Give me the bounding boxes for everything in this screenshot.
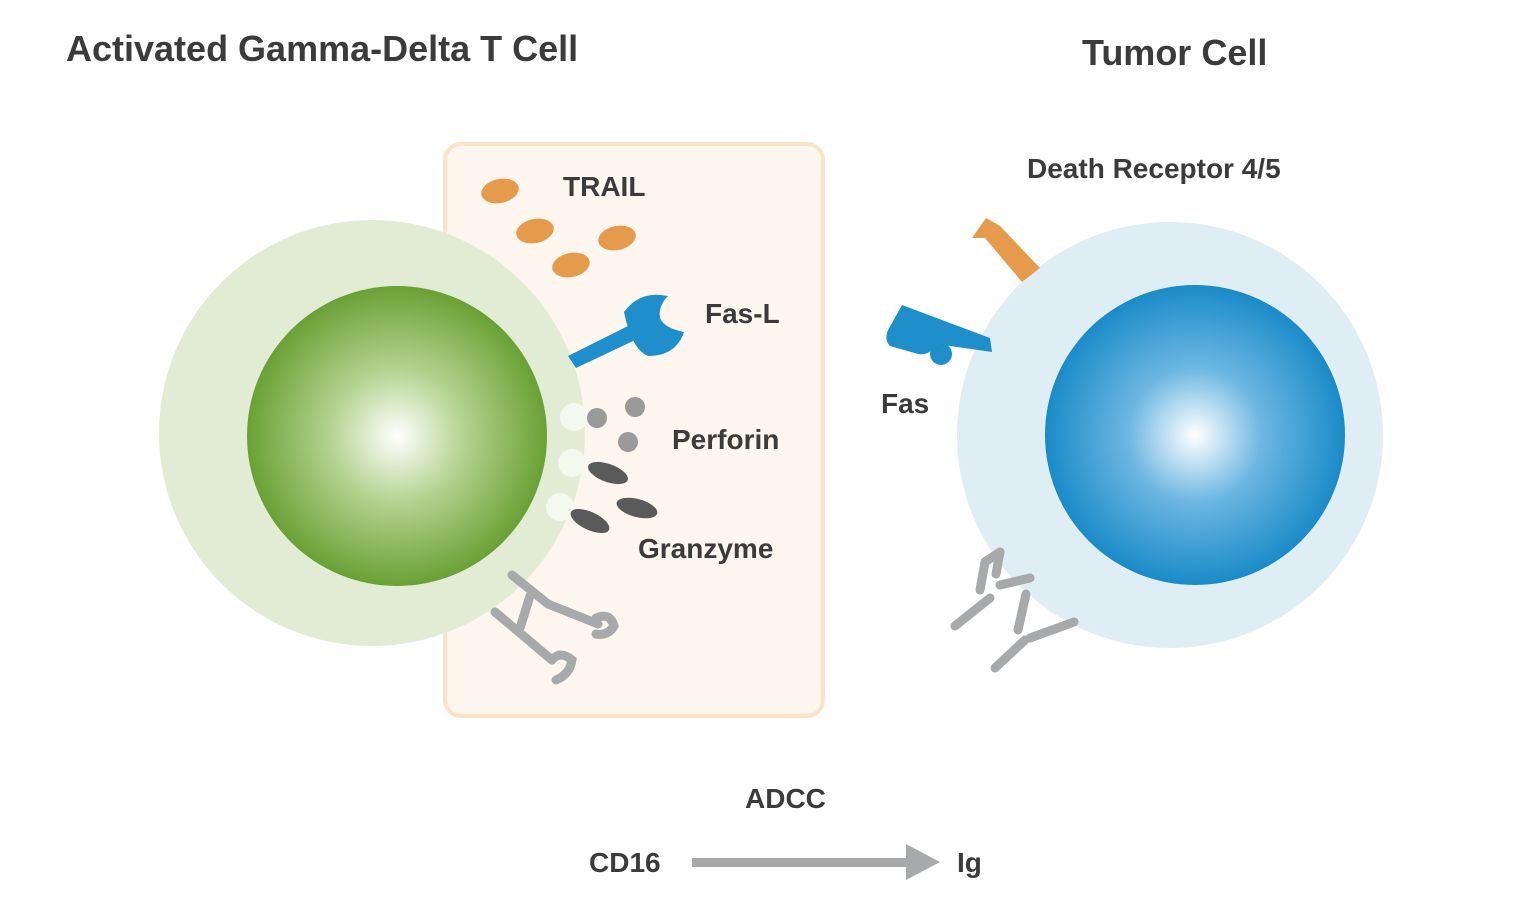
- granzyme-icon: [570, 461, 658, 534]
- vesicle-icon: [546, 493, 574, 521]
- vesicle-icon: [558, 449, 586, 477]
- cd16-receptor-icon: [490, 570, 619, 685]
- tumor-cell-title: Tumor Cell: [1082, 32, 1268, 73]
- fas-receptor-icon: [886, 305, 992, 365]
- fas-ligand-icon: [568, 294, 684, 368]
- death-receptor-icon: [972, 218, 1040, 282]
- arrow-right-icon: [692, 844, 940, 880]
- granzyme-label: Granzyme: [638, 533, 774, 564]
- t-cell-title: Activated Gamma-Delta T Cell: [66, 28, 579, 69]
- trail-label: TRAIL: [563, 171, 646, 202]
- t-cell-nucleus: [247, 286, 547, 586]
- fas-l-label: Fas-L: [705, 298, 780, 329]
- vesicle-icon: [560, 403, 588, 431]
- adcc-label: ADCC: [745, 783, 826, 814]
- cd16-label: CD16: [589, 847, 661, 878]
- tumor-cell-nucleus: [1045, 285, 1345, 585]
- perforin-label: Perforin: [672, 424, 780, 455]
- ig-label: Ig: [957, 847, 982, 878]
- antibody-icon: [950, 547, 1079, 673]
- trail-icon: [481, 178, 636, 278]
- death-receptor-label: Death Receptor 4/5: [1027, 153, 1281, 184]
- fas-label: Fas: [881, 388, 930, 419]
- perforin-icon: [587, 397, 645, 452]
